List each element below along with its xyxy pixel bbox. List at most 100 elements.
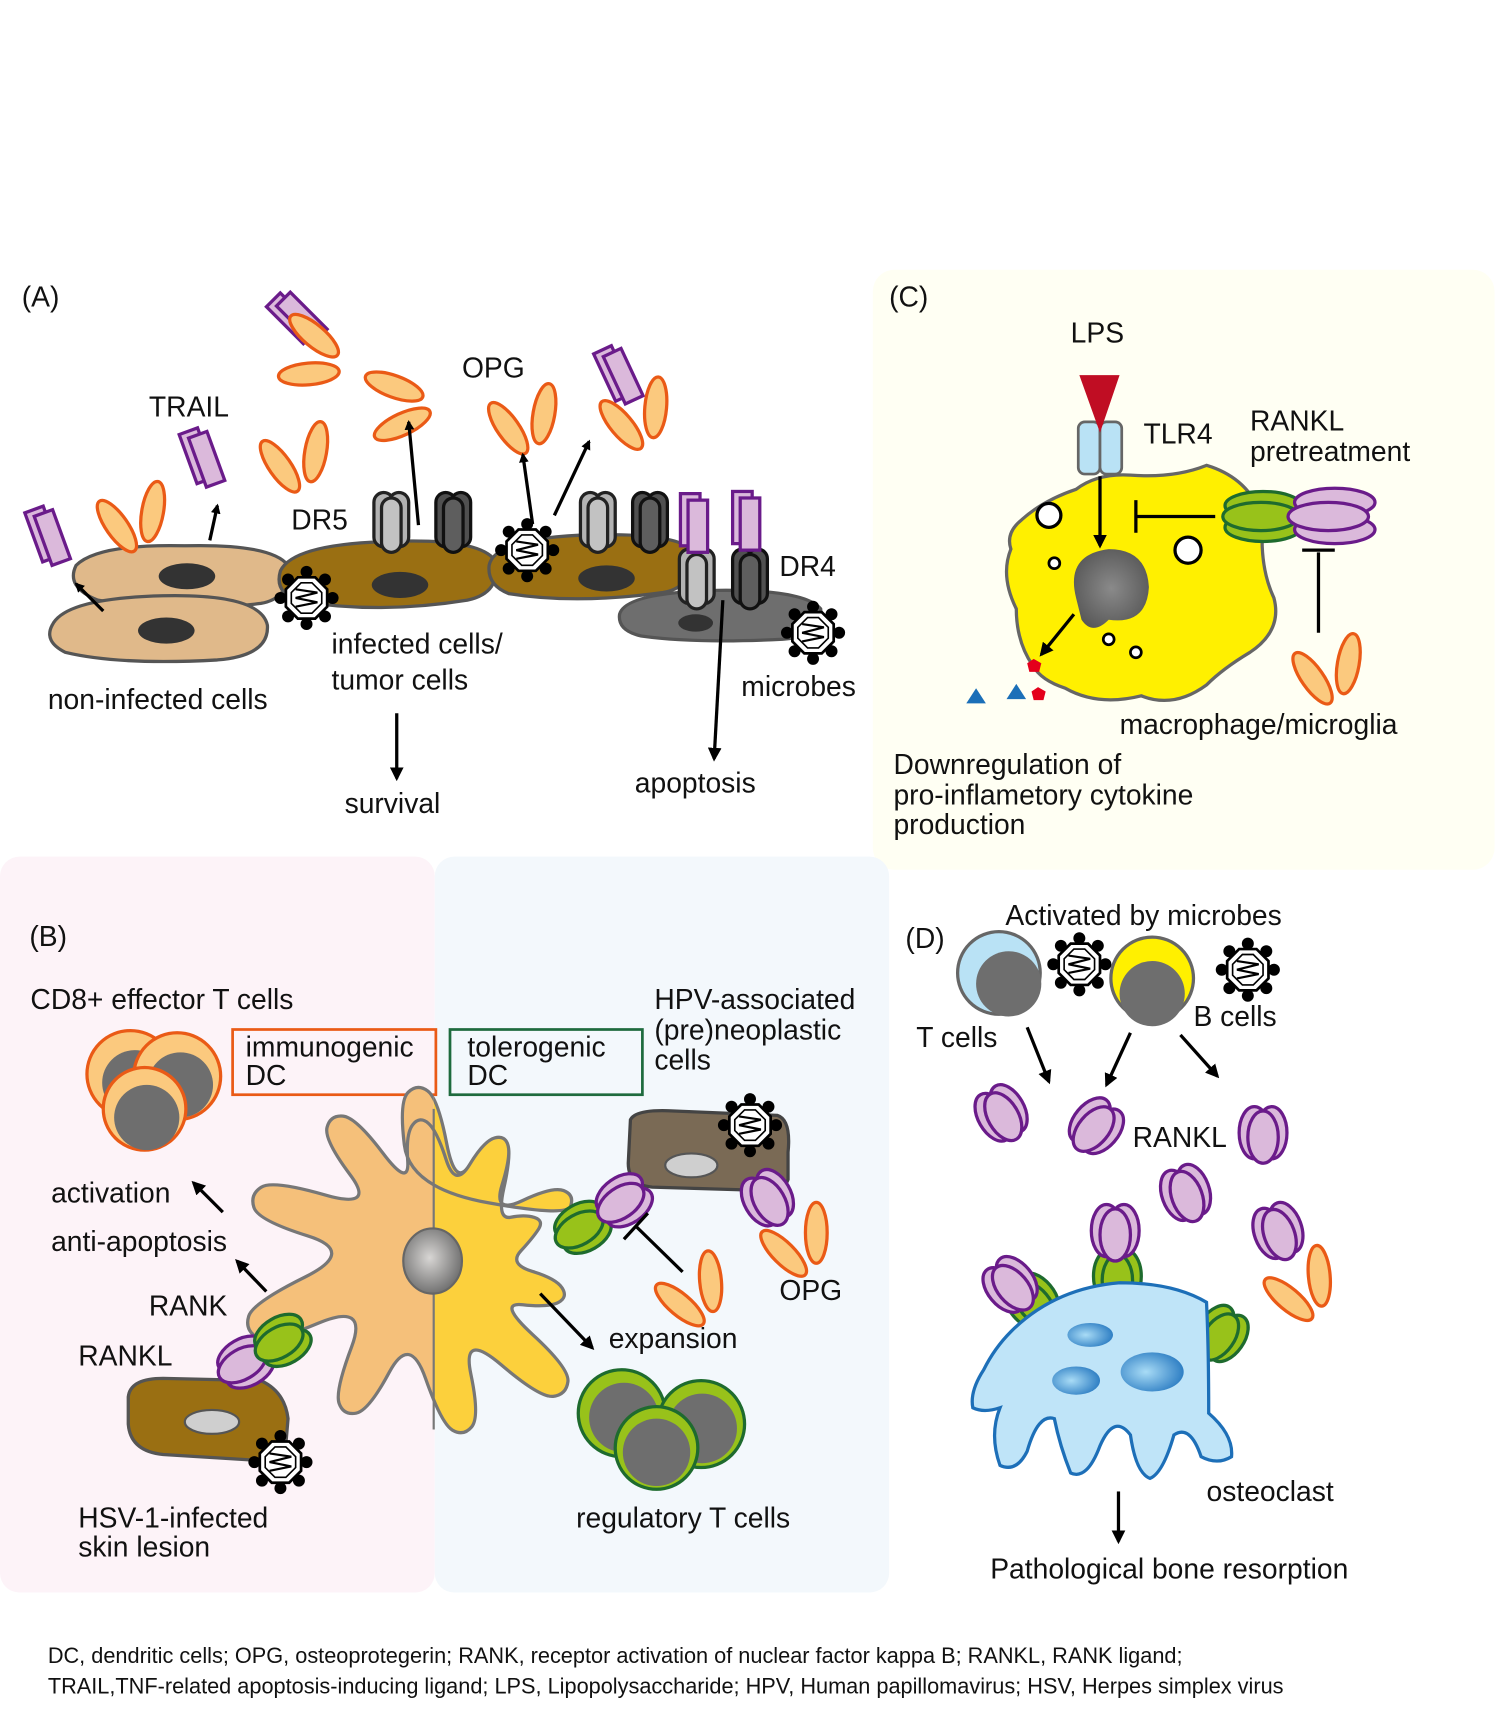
immunogenic-dc-label: DC <box>246 1059 287 1091</box>
panel-a-label: (A) <box>22 281 60 313</box>
opg-inhibition-bar <box>622 1212 650 1241</box>
expansion-arrow <box>539 1292 595 1350</box>
tolerogenic-dc-box <box>448 1028 644 1097</box>
immunogenic-label: immunogenic <box>246 1031 414 1063</box>
vesicle <box>1101 632 1116 647</box>
cytokine-pentagon <box>1027 658 1042 672</box>
rankl-pretreatment-label: RANKL <box>1250 405 1344 437</box>
non-infected-cells <box>48 543 290 664</box>
trail-bound-dr4 <box>730 489 762 552</box>
dr5-receptor <box>434 490 473 554</box>
cytokine-pentagon <box>1031 687 1046 701</box>
panel-b: (B) CD8+ effector T cells immunogenic DC… <box>29 920 855 1563</box>
anti-apoptosis-arrow <box>235 1259 268 1293</box>
microbe-icon <box>247 1428 314 1496</box>
lps-triangle <box>1079 375 1120 433</box>
b-cell <box>1109 935 1196 1027</box>
vesicle <box>1035 501 1063 529</box>
downregulation-label-2: pro-inflametory cytokine <box>893 779 1193 811</box>
rank-label: RANK <box>149 1289 228 1321</box>
panel-c-label: (C) <box>889 281 928 313</box>
dr4-label: DR4 <box>779 550 836 582</box>
tlr4-label: TLR4 <box>1143 418 1212 450</box>
opg-molecule <box>251 418 334 500</box>
hsv-label-2: skin lesion <box>78 1531 210 1563</box>
tolerogenic-dc-label: DC <box>467 1059 508 1091</box>
lps-label: LPS <box>1071 317 1124 349</box>
hsv-label: HSV-1-infected <box>78 1501 268 1533</box>
tlr4-receptor <box>1098 420 1124 476</box>
dr4-receptor <box>677 547 716 611</box>
activated-by-microbes-label: Activated by microbes <box>1005 899 1281 931</box>
cell-nucleus <box>664 1152 719 1179</box>
rankl-label: RANKL <box>1133 1121 1227 1153</box>
microbe-icon <box>493 516 561 584</box>
opg-label: OPG <box>779 1274 842 1306</box>
downregulation-label-3: production <box>893 808 1025 840</box>
rank-rankl-complex <box>1221 486 1377 546</box>
rankl-ligand <box>1152 1158 1221 1231</box>
microbe-icon <box>716 1091 784 1159</box>
macrophage-label: macrophage/microglia <box>1120 708 1398 740</box>
hpv-label-3: cells <box>654 1044 711 1076</box>
t-cells-label: T cells <box>916 1021 997 1053</box>
rankl-ligand <box>1244 1196 1313 1269</box>
cd8-label: CD8+ effector T cells <box>30 983 293 1015</box>
trail-ligand <box>177 423 227 492</box>
trail-bound-dr4 <box>678 491 710 554</box>
cell-nucleus <box>183 1408 241 1435</box>
vesicle <box>1173 535 1203 565</box>
hpv-label-2: (pre)neoplastic <box>654 1013 841 1045</box>
activation-label: activation <box>51 1176 170 1208</box>
tolerogenic-label: tolerogenic <box>467 1031 605 1063</box>
macrophage-nucleus <box>1073 549 1149 628</box>
immunogenic-dc-box <box>231 1028 438 1097</box>
vesicle <box>1129 645 1143 660</box>
footer-abbreviations-1: DC, dendritic cells; OPG, osteoprotegeri… <box>48 1643 1183 1668</box>
rankl-pretreatment-label-2: pretreatment <box>1250 435 1410 467</box>
microbes-label: microbes <box>741 670 856 702</box>
osteoclast-label: osteoclast <box>1207 1475 1334 1507</box>
rankl-ligand <box>1056 1088 1134 1167</box>
footer-abbreviations-2: TRAIL,TNF-related apoptosis-inducing lig… <box>48 1674 1284 1699</box>
dc-nucleus <box>402 1227 464 1295</box>
t-cell <box>955 930 1042 1017</box>
activation-arrow <box>191 1180 224 1214</box>
apoptosis-arrow <box>707 600 725 762</box>
b-cells-label: B cells <box>1193 1000 1276 1032</box>
arrow <box>552 439 591 517</box>
hpv-label: HPV-associated <box>654 983 855 1015</box>
microbe-icon <box>779 599 847 667</box>
downregulation-label: Downregulation of <box>893 748 1121 780</box>
regulatory-t-cells <box>576 1368 747 1491</box>
osteoclast-nucleus <box>1120 1352 1184 1392</box>
dr4-receptor <box>730 547 770 611</box>
trail-label: TRAIL <box>149 390 229 422</box>
arrow <box>1179 1033 1220 1079</box>
cytokine-triangle <box>966 688 986 704</box>
apoptosis-label: apoptosis <box>635 767 756 799</box>
panel-a: (A) <box>22 281 856 820</box>
opg-inhibition-line <box>634 1225 684 1274</box>
osteoclast-cell <box>970 1281 1234 1481</box>
arrow <box>74 582 105 613</box>
microbe-icon <box>273 564 340 632</box>
cd8-t-cells <box>85 1028 223 1152</box>
panel-d: (D) Activated by microbes T cells B cell… <box>905 899 1348 1584</box>
tlr4-receptor <box>1076 420 1102 476</box>
anti-apoptosis-label: anti-apoptosis <box>51 1225 227 1257</box>
microbe-icon <box>1214 936 1282 1004</box>
cytokine-triangle <box>1006 683 1027 700</box>
trail-ligand <box>591 340 645 409</box>
opg-molecule <box>253 304 364 414</box>
opg-label: OPG <box>462 351 525 383</box>
treg-label: regulatory T cells <box>576 1501 790 1533</box>
infected-cells-label: infected cells/ <box>332 627 503 659</box>
arrow <box>404 419 421 526</box>
panel-c: (C) LPS TLR4 RANKL pre <box>889 281 1410 840</box>
non-infected-cells-label: non-infected cells <box>48 683 268 715</box>
rankl-ligand <box>1237 1105 1289 1165</box>
opg-molecule <box>350 363 444 458</box>
arrow <box>208 503 221 541</box>
